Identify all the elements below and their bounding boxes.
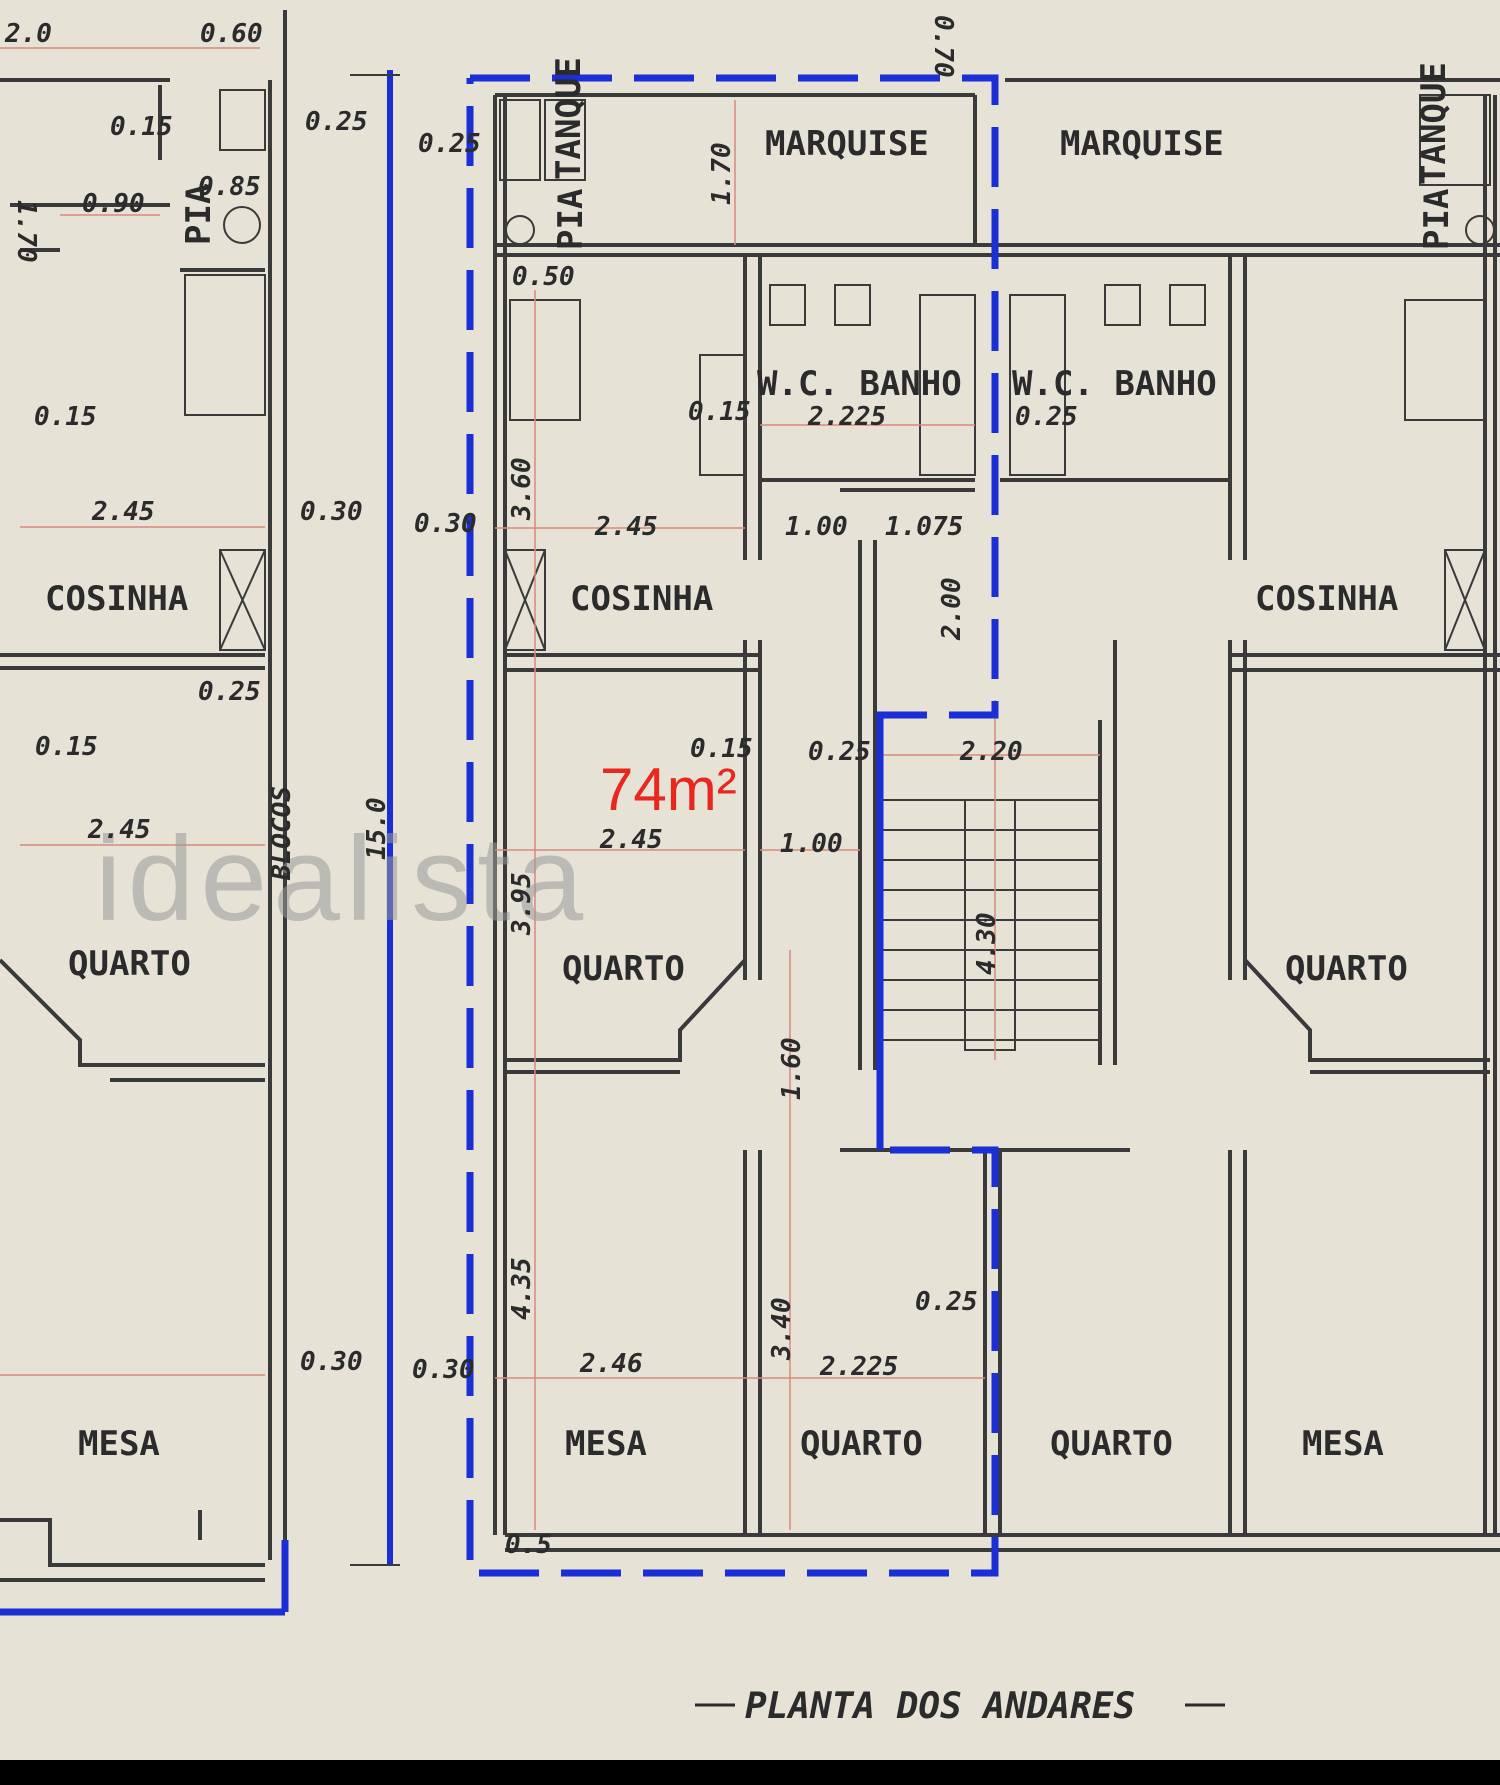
dim-2-45-d: 2.45	[599, 825, 663, 855]
side-label-blocos: BLOCOS	[267, 786, 297, 881]
dim-0-30-c: 0.30	[414, 509, 477, 539]
room-cosinha-center: COSINHA	[570, 579, 713, 619]
watermark: idealista	[95, 812, 589, 946]
dim-1-075: 1.075	[885, 512, 963, 542]
dim-2-46: 2.46	[579, 1349, 643, 1379]
dim-0-25-c: 0.25	[418, 129, 481, 159]
dim-4-35: 4.35	[507, 1257, 537, 1320]
dim-4-30: 4.30	[972, 912, 1002, 975]
dim-2-00: 2.00	[937, 577, 967, 641]
room-quarto-center: QUARTO	[562, 949, 685, 989]
dim-0-60: 0.60	[200, 19, 263, 49]
dim-0-15-e: 0.15	[690, 734, 753, 764]
dim-0-25-f: 0.25	[915, 1287, 978, 1317]
dim-3-40: 3.40	[767, 1297, 797, 1361]
room-mesa-right: MESA	[1302, 1424, 1384, 1464]
room-mesa-left: MESA	[78, 1424, 160, 1464]
dim-0-05: 0.5	[505, 1530, 552, 1560]
area-label: 74m²	[600, 756, 737, 823]
dim-2-45-c: 2.45	[594, 512, 658, 542]
dim-0-25-b: 0.25	[198, 677, 261, 707]
dim-3-60: 3.60	[507, 457, 537, 521]
room-quarto-right: QUARTO	[1285, 949, 1408, 989]
dim-1-00-a: 1.00	[785, 512, 848, 542]
dim-0-70: 0.70	[928, 15, 958, 78]
dim-0-90: 0.90	[82, 189, 145, 219]
total-length-label: 15.0	[362, 797, 392, 860]
total-length-dimension	[350, 70, 400, 1566]
label-tanque-center: TANQUE	[549, 57, 589, 180]
dim-0-15-b: 0.15	[34, 402, 97, 432]
dim-2-45-b: 2.45	[87, 815, 151, 845]
dim-2-20: 2.20	[959, 737, 1023, 767]
dim-0-15-d: 0.15	[688, 397, 751, 427]
room-quarto-left: QUARTO	[68, 944, 191, 984]
room-quarto-small-right: QUARTO	[1050, 1424, 1173, 1464]
dim-0-15-a: 0.15	[110, 112, 173, 142]
dim-1-00-b: 1.00	[780, 829, 843, 859]
left-unit	[0, 10, 289, 1616]
room-marquise-right: MARQUISE	[1060, 124, 1224, 164]
label-pia-center: PIA	[551, 189, 591, 250]
dim-2-45-a: 2.45	[91, 497, 155, 527]
room-cosinha-left: COSINHA	[45, 579, 188, 619]
room-mesa-center: MESA	[565, 1424, 647, 1464]
room-wc-right: W.C. BANHO	[1012, 364, 1217, 404]
plan-title: PLANTA DOS ANDARES	[745, 1686, 1135, 1727]
label-pia-right: PIA	[1417, 189, 1457, 250]
dim-2-225-a: 2.225	[807, 402, 886, 432]
label-tanque-right: TANQUE	[1414, 62, 1454, 185]
bottom-border	[0, 1760, 1500, 1785]
dim-3-95: 3.95	[507, 872, 537, 936]
dim-0-25-a: 0.25	[305, 107, 368, 137]
dim-0-50: 0.50	[512, 262, 575, 292]
dim-1-70-left: 1.70	[11, 200, 41, 263]
dim-0-15-c: 0.15	[35, 732, 98, 762]
dim-1-70-center: 1.70	[707, 142, 737, 205]
right-unit	[1000, 78, 1500, 1535]
dim-2-225-b: 2.225	[819, 1352, 898, 1382]
room-quarto-small: QUARTO	[800, 1424, 923, 1464]
dim-0-30-b: 0.30	[300, 1347, 363, 1377]
dim-0-30-a: 0.30	[300, 497, 363, 527]
room-marquise-center: MARQUISE	[765, 124, 929, 164]
dim-1-60: 1.60	[777, 1037, 807, 1100]
label-pia-left: PIA	[179, 184, 219, 245]
dim-0-85: 0.85	[198, 172, 261, 202]
selected-unit-outline	[466, 74, 999, 1577]
staircase	[880, 799, 1100, 1041]
room-cosinha-right: COSINHA	[1255, 579, 1398, 619]
dim-0-25-d: 0.25	[1015, 402, 1078, 432]
dim-0-25-e: 0.25	[808, 737, 871, 767]
room-wc-center: W.C. BANHO	[757, 364, 962, 404]
dim-0-30-d: 0.30	[412, 1355, 475, 1385]
dim-2-0: 2.0	[4, 19, 52, 49]
